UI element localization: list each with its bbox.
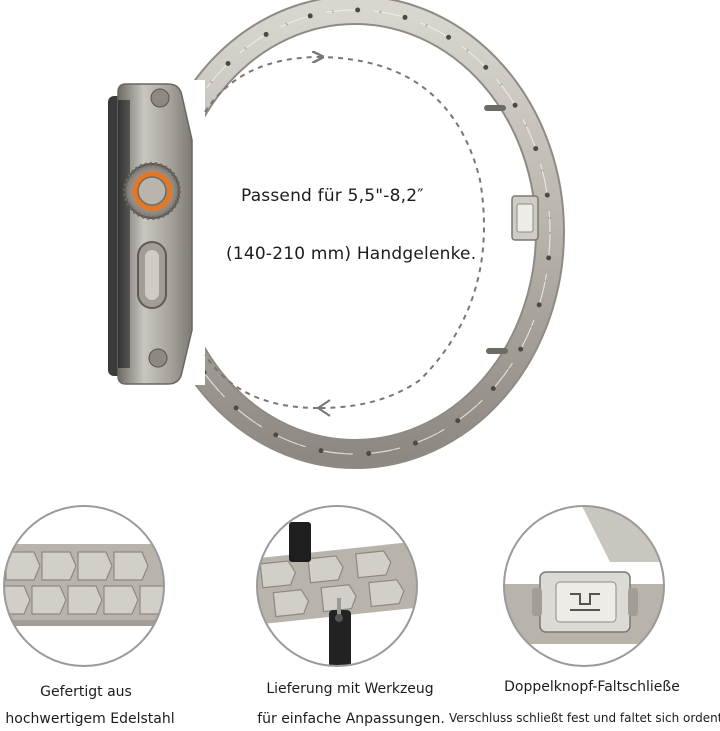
feature-1-caption-line2: hochwertigem Edelstahl [5, 711, 175, 727]
digital-crown [123, 162, 181, 220]
feature-1-caption-line1: Gefertigt aus [40, 684, 132, 700]
feature-3-caption-line1: Doppelknopf-Faltschließe [504, 679, 680, 695]
steel-links-closeup-icon [3, 505, 165, 667]
butterfly-clasp-closeup-icon [503, 505, 665, 667]
watch-case [108, 83, 193, 385]
bracelet-links [145, 0, 565, 469]
feature-2-caption-line2: für einfache Anpassungen. [257, 711, 445, 727]
feature-2-caption-line1: Lieferung mit Werkzeug [266, 681, 434, 697]
watch-band-illustration [108, 0, 565, 469]
adjustment-tool-closeup-icon [256, 505, 418, 667]
size-range-arrow [204, 57, 485, 417]
feature-3-caption-line2: Verschluss schließt fest und faltet sich… [449, 711, 720, 725]
butterfly-clasp [484, 105, 539, 354]
fit-range-inches: Passend für 5,5"-8,2″ [241, 186, 424, 206]
fit-range-mm: (140-210 mm) Handgelenke. [226, 244, 477, 264]
